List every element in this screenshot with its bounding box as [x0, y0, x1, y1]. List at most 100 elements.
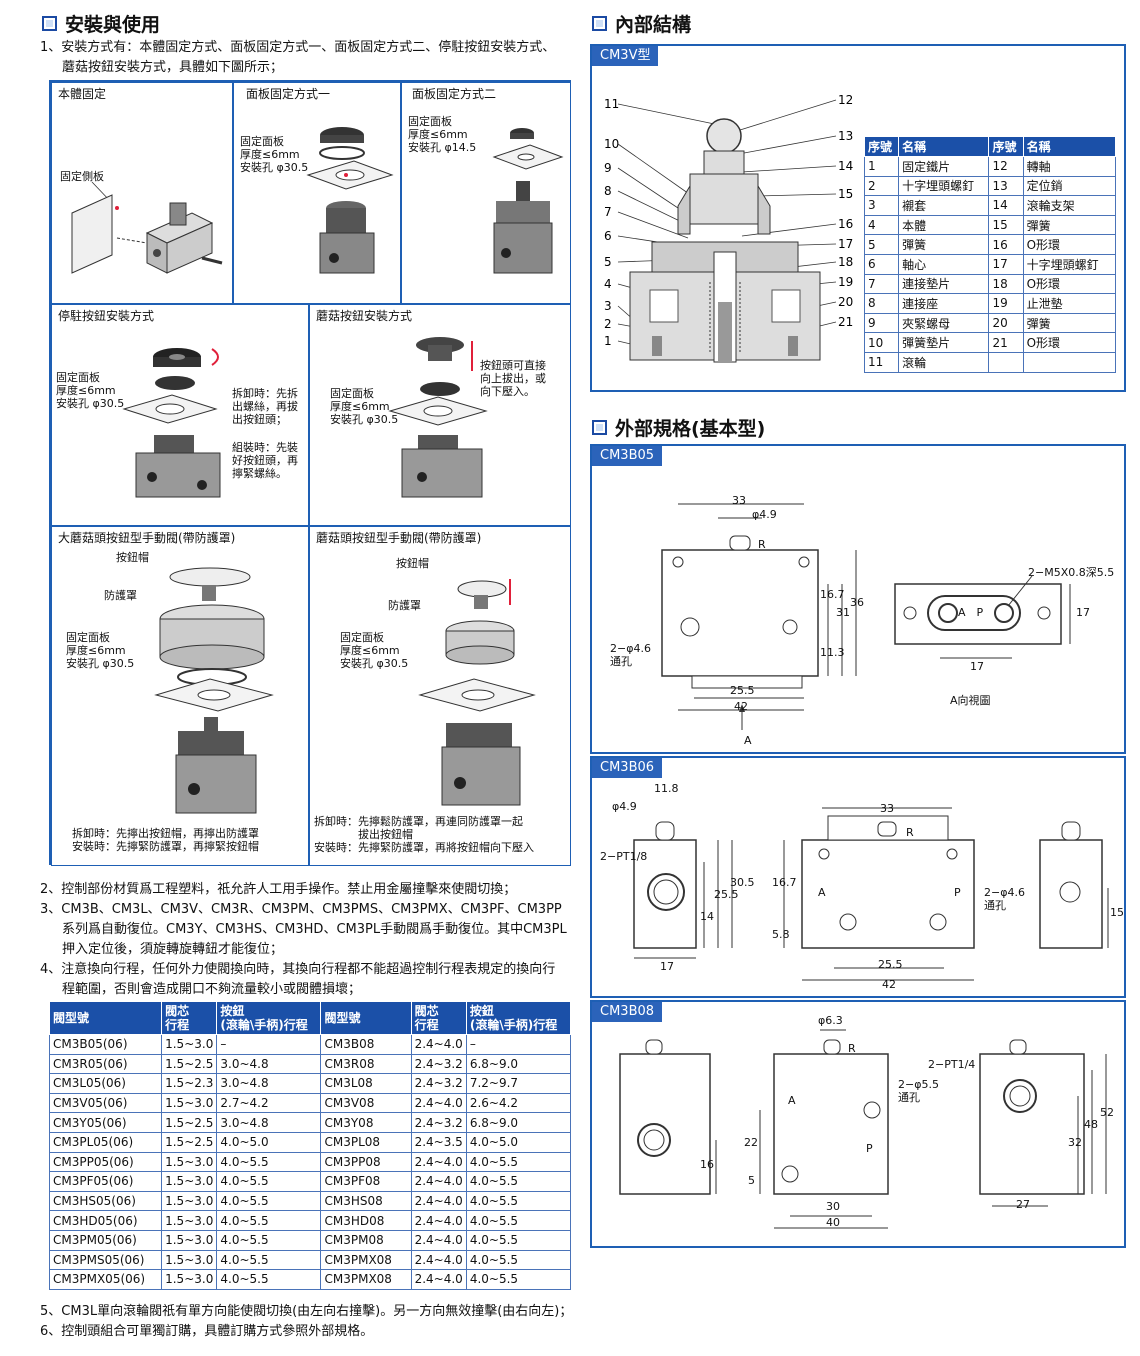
stroke-table-cell: CM3PP05(06)	[48, 1151, 163, 1173]
stroke-table-cell: 2.4~3.2	[410, 1053, 467, 1075]
stroke-table-cell: 1.5~3.0	[161, 1229, 218, 1251]
stroke-table-cell: CM3R05(06)	[48, 1053, 163, 1075]
parts-table-cell: 14	[988, 195, 1024, 216]
mg-plate-label: 固定面板 厚度≤6mm 安裝孔 φ30.5	[340, 631, 409, 670]
stroke-table-cell: CM3L05(06)	[48, 1073, 163, 1094]
spec-cm3b08: CM3B08 φ6.3 R 2−PT1/4 2−φ5.5 通孔 A P 16 2…	[590, 1000, 1126, 1248]
stroke-table-cell: CM3PM05(06)	[48, 1229, 163, 1251]
stay-remove-note: 拆卸時：先拆 出螺絲，再拔 出按鈕頭；	[232, 387, 298, 426]
big-illustration	[154, 567, 274, 814]
stroke-table-cell: 1.5~3.0	[161, 1151, 218, 1173]
big-plate-label: 固定面板 厚度≤6mm 安裝孔 φ30.5	[66, 631, 135, 670]
panel2-illustration	[492, 128, 564, 274]
parts-table-cell: 彈簧	[1022, 214, 1117, 236]
parts-table-cell: 轉軸	[1022, 156, 1117, 177]
stay-assemble-note: 組裝時：先裝 好按鈕頭，再 擰緊螺絲。	[232, 441, 298, 480]
big-guard-label: 防護罩	[104, 589, 137, 602]
cm3b08-drawing	[619, 1029, 1107, 1229]
parts-table-cell: O形環	[1022, 234, 1117, 255]
stroke-table-cell: 1.5~2.5	[161, 1131, 218, 1153]
stroke-table-cell: 4.0~5.0	[465, 1131, 572, 1153]
parts-table-cell: 6	[863, 253, 900, 275]
panel-mushroom-button: 蘑菇按鈕安裝方式 固定面板 厚度≤6mm 安裝孔 φ30.5 按鈕頭可直接 向上…	[309, 304, 571, 526]
stroke-table-cell: CM3R08	[320, 1053, 412, 1075]
parts-table-cell: 11	[863, 351, 900, 373]
cm3b06-drawing	[633, 807, 1109, 981]
callout-leader	[757, 193, 837, 197]
stroke-table-cell: 4.0~5.5	[216, 1269, 322, 1290]
parts-table-cell: O形環	[1022, 332, 1117, 353]
stroke-table-cell: 2.4~4.0	[410, 1269, 467, 1290]
parts-table-cell: 13	[988, 175, 1024, 197]
callout-number: 3	[604, 299, 612, 313]
callout-number: 17	[838, 237, 853, 251]
parts-table-cell: 16	[988, 234, 1024, 255]
stroke-table: 閥型號 閥芯 行程 按鈕 (滾輪\手柄)行程 閥型號 閥芯 行程 按鈕 (滾輪\…	[48, 1001, 572, 1290]
callout-number: 18	[838, 255, 853, 269]
mush-plate-label: 固定面板 厚度≤6mm 安裝孔 φ30.5	[330, 387, 399, 426]
stroke-table-cell: 2.4~4.0	[410, 1190, 467, 1212]
stroke-table-cell: 1.5~3.0	[161, 1269, 218, 1290]
stroke-table-cell: 1.5~3.0	[161, 1034, 218, 1055]
mg-guard-label: 防護罩	[388, 599, 421, 612]
stroke-table-cell: CM3HS05(06)	[48, 1190, 163, 1212]
spec-cm3b05: CM3B05 33 φ4.9 R 16.7 31 36 11.3 2−φ4.6 …	[590, 444, 1126, 754]
parts-table-cell: 8	[863, 293, 900, 314]
callout-leader	[617, 103, 725, 127]
cm3b06-tag: CM3B06	[592, 758, 663, 778]
stroke-table-cell: CM3PMX05(06)	[48, 1269, 163, 1290]
callout-number: 2	[604, 317, 612, 331]
install-para-6: 6、控制頭組合可單獨訂購，具體訂購方式參照外部規格。	[40, 1324, 374, 1339]
mg-illustration	[418, 579, 536, 806]
callout-number: 12	[838, 93, 853, 107]
parts-table-cell: 本體	[898, 214, 990, 236]
stroke-table-cell: 4.0~5.5	[465, 1151, 572, 1173]
parts-table-cell: 15	[988, 214, 1024, 236]
stroke-table-cell: 2.4~4.0	[410, 1210, 467, 1231]
parts-table-cell: 19	[988, 293, 1024, 314]
stroke-table-cell: 4.0~5.5	[465, 1190, 572, 1212]
stroke-table-cell: 2.4~4.0	[410, 1151, 467, 1173]
parts-table-cell: 止泄墊	[1022, 293, 1117, 314]
stroke-table-cell: CM3Y05(06)	[48, 1112, 163, 1133]
callout-leader	[741, 223, 837, 237]
stroke-table-cell: 2.4~3.5	[410, 1131, 467, 1153]
stroke-table-cell: 3.0~4.8	[216, 1112, 322, 1133]
parts-table-cell: 十字埋頭螺釘	[898, 175, 990, 197]
stroke-table-cell: 2.4~4.0	[410, 1092, 467, 1114]
stroke-table-cell: 2.4~4.0	[410, 1249, 467, 1271]
cm3v-model-tag: CM3V型	[592, 46, 659, 66]
callout-number: 14	[838, 159, 853, 173]
stroke-table-cell: CM3V08	[320, 1092, 412, 1114]
stroke-table-cell: CM3HD05(06)	[48, 1210, 163, 1231]
parts-table-cell: 襯套	[898, 195, 990, 216]
big-note: 拆卸時：先擰出按鈕帽，再擰出防護罩 安裝時：先擰緊防護罩，再擰緊按鈕帽	[72, 827, 259, 853]
callout-number: 5	[604, 255, 612, 269]
stroke-table-cell: 4.0~5.5	[465, 1249, 572, 1271]
section-square-icon	[592, 16, 607, 31]
callout-number: 10	[604, 137, 619, 151]
parts-table-cell: 3	[863, 195, 900, 216]
parts-table-cell: 滾輪	[898, 351, 990, 373]
stroke-table-cell: 7.2~9.7	[465, 1073, 572, 1094]
mg-note: 拆卸時：先擰鬆防護罩，再連同防護罩一起 拔出按鈕帽 安裝時：先擰緊防護罩，再將按…	[314, 815, 534, 854]
parts-table-cell: 連接墊片	[898, 273, 990, 295]
install-section-title: 安裝與使用	[42, 10, 160, 37]
callout-leader	[739, 99, 837, 131]
callout-number: 7	[604, 205, 612, 219]
parts-table-cell: 滾輪支架	[1022, 195, 1117, 216]
stroke-table-cell: 2.7~4.2	[216, 1092, 322, 1114]
mush-note: 按鈕頭可直接 向上拔出，或 向下壓入。	[480, 359, 546, 398]
stroke-table-cell: CM3PL08	[320, 1131, 412, 1153]
external-section-title: 外部規格(基本型)	[592, 414, 765, 441]
parts-table-cell: 18	[988, 273, 1024, 295]
stroke-table-cell: CM3L08	[320, 1073, 412, 1094]
